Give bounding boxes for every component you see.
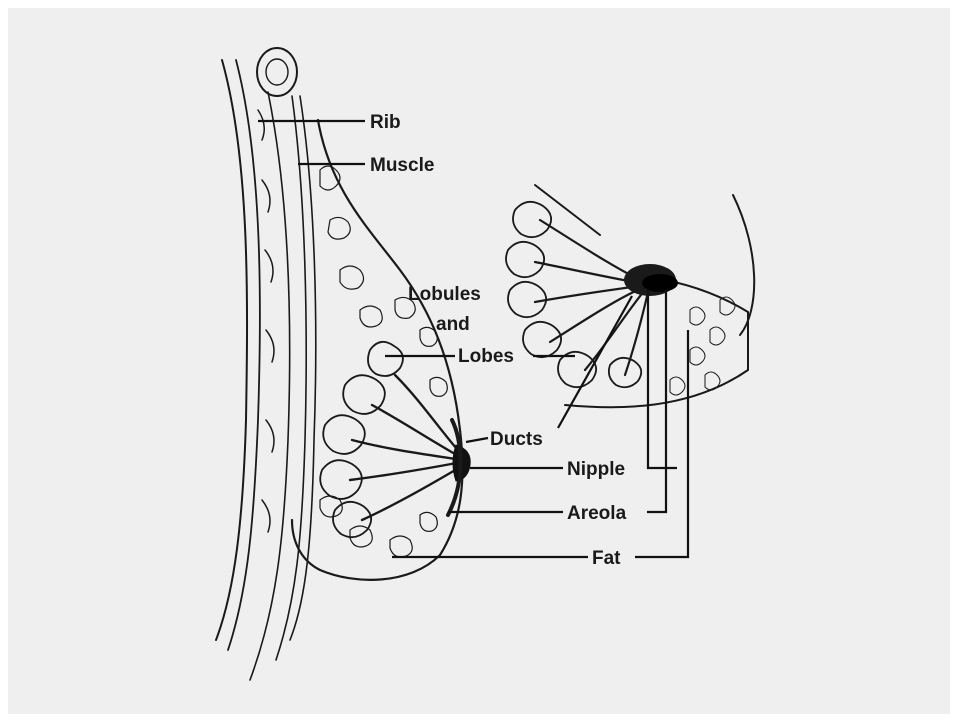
fat-leader-right bbox=[635, 330, 688, 557]
front-view bbox=[506, 185, 754, 407]
label-fat: Fat bbox=[592, 548, 621, 569]
lobule-clusters bbox=[320, 342, 403, 537]
rib-cross-section bbox=[257, 48, 297, 96]
chest-wall-inner bbox=[228, 60, 260, 650]
label-rib: Rib bbox=[370, 112, 401, 133]
label-ducts: Ducts bbox=[490, 429, 543, 450]
label-muscle: Muscle bbox=[370, 155, 434, 176]
label-lobes: Lobes bbox=[458, 346, 514, 367]
breast-outline bbox=[292, 120, 463, 580]
muscle-layer-line bbox=[276, 96, 306, 660]
side-ducts bbox=[350, 375, 462, 520]
front-outer-curve bbox=[733, 195, 754, 335]
front-nipple bbox=[642, 274, 678, 292]
rib-layer-line bbox=[250, 92, 290, 680]
front-skin-edge bbox=[535, 185, 600, 235]
front-fat-texture bbox=[670, 297, 735, 395]
nipple-leader-right bbox=[648, 290, 677, 468]
ducts-leader-right bbox=[558, 296, 632, 428]
label-and: and bbox=[436, 314, 470, 335]
label-lobules: Lobules bbox=[408, 284, 481, 305]
side-view bbox=[216, 48, 470, 680]
label-areola: Areola bbox=[567, 503, 627, 524]
rib-marrow bbox=[266, 59, 288, 85]
leader-lines bbox=[258, 121, 688, 557]
labels: Rib Muscle Lobules and Lobes Ducts Nippl… bbox=[370, 112, 627, 569]
muscle-inner-line bbox=[290, 96, 316, 640]
areola-leader-right bbox=[647, 290, 666, 512]
chest-wall-outer bbox=[216, 60, 247, 640]
ducts-leader-left bbox=[466, 438, 488, 442]
label-nipple: Nipple bbox=[567, 459, 625, 480]
